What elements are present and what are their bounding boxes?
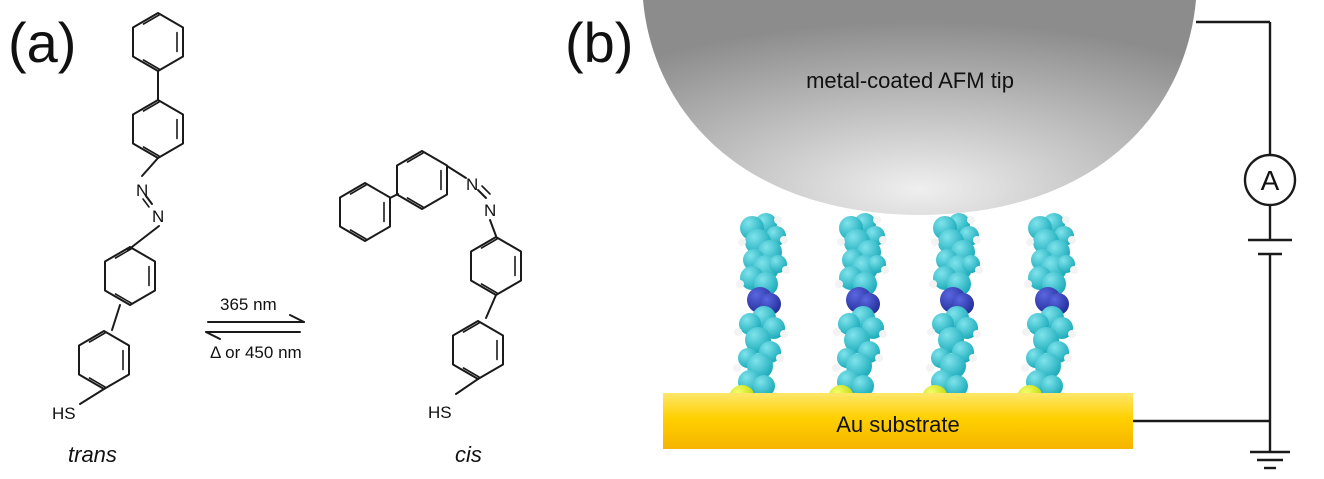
battery-symbol [1248, 238, 1292, 256]
panel-b-label: (b) [565, 11, 633, 74]
cis-ring-1 [339, 182, 391, 242]
ground-symbol [1250, 450, 1290, 470]
forward-condition: 365 nm [220, 295, 277, 314]
trans-isomer-structure: N N HS trans [52, 12, 184, 467]
trans-ring-1 [132, 12, 184, 72]
monolayer [729, 213, 1078, 411]
trans-thiol-label: HS [52, 404, 76, 423]
panel-a-label: (a) [8, 11, 76, 74]
molecule [922, 213, 983, 411]
cis-caption: cis [455, 442, 482, 467]
cis-ring-4 [452, 320, 504, 380]
cis-isomer-structure: N N HS cis [339, 150, 522, 467]
reverse-condition: Δ or 450 nm [210, 343, 302, 362]
cis-ring-3 [470, 236, 522, 296]
cis-azo-n1: N [466, 175, 478, 194]
molecule [729, 213, 790, 411]
trans-azo-n1: N [136, 181, 148, 200]
cis-thiol-label: HS [428, 403, 452, 422]
panel-a: (a) N N HS trans 365 nm Δ or 450 [8, 11, 522, 467]
cis-azo-n2: N [484, 201, 496, 220]
substrate-label: Au substrate [836, 412, 960, 437]
trans-ring-4 [78, 330, 130, 390]
panel-b: (b) metal-coated AFM tip Au substrate A [565, 0, 1297, 470]
equilibrium-arrows: 365 nm Δ or 450 nm [205, 295, 305, 362]
trans-caption: trans [68, 442, 117, 467]
molecule [828, 213, 889, 411]
molecule [1017, 213, 1078, 411]
trans-azo-n2: N [152, 207, 164, 226]
au-substrate [663, 393, 1133, 449]
circuit: A [1133, 20, 1297, 470]
tip-label: metal-coated AFM tip [806, 68, 1014, 93]
ammeter-label: A [1261, 165, 1280, 196]
cis-ring-2 [396, 150, 448, 210]
trans-ring-2 [132, 99, 184, 159]
trans-ring-3 [104, 246, 156, 306]
afm-tip [643, 0, 1196, 215]
